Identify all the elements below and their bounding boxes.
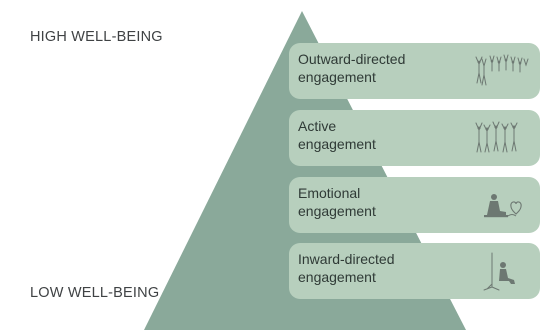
tier-label-line1: Emotional	[298, 185, 361, 201]
tier-label-line1: Active	[298, 118, 337, 134]
person-with-heart-icon	[484, 194, 522, 218]
people-cheering-icon	[475, 121, 518, 153]
tier-label: Active engagement	[298, 117, 448, 153]
crowd-raising-hands-icon	[475, 54, 529, 86]
tier-label-line2: engagement	[298, 269, 376, 285]
tier-label: Emotional engagement	[298, 184, 448, 220]
person-sitting-under-tree-icon	[483, 252, 515, 291]
tier-outward-directed-engagement: Outward-directed engagement	[289, 43, 540, 99]
tier-active-engagement: Active engagement	[289, 110, 540, 166]
tier-label-line2: engagement	[298, 203, 376, 219]
tier-emotional-engagement: Emotional engagement	[289, 177, 540, 233]
low-well-being-label: LOW WELL-BEING	[30, 285, 160, 301]
tier-label: Outward-directed engagement	[298, 50, 448, 86]
tier-label-line2: engagement	[298, 136, 376, 152]
tier-label: Inward-directed engagement	[298, 250, 448, 286]
tier-label-line2: engagement	[298, 69, 376, 85]
tier-label-line1: Inward-directed	[298, 251, 395, 267]
tier-inward-directed-engagement: Inward-directed engagement	[289, 243, 540, 299]
high-well-being-label: HIGH WELL-BEING	[30, 29, 163, 45]
tier-label-line1: Outward-directed	[298, 51, 406, 67]
